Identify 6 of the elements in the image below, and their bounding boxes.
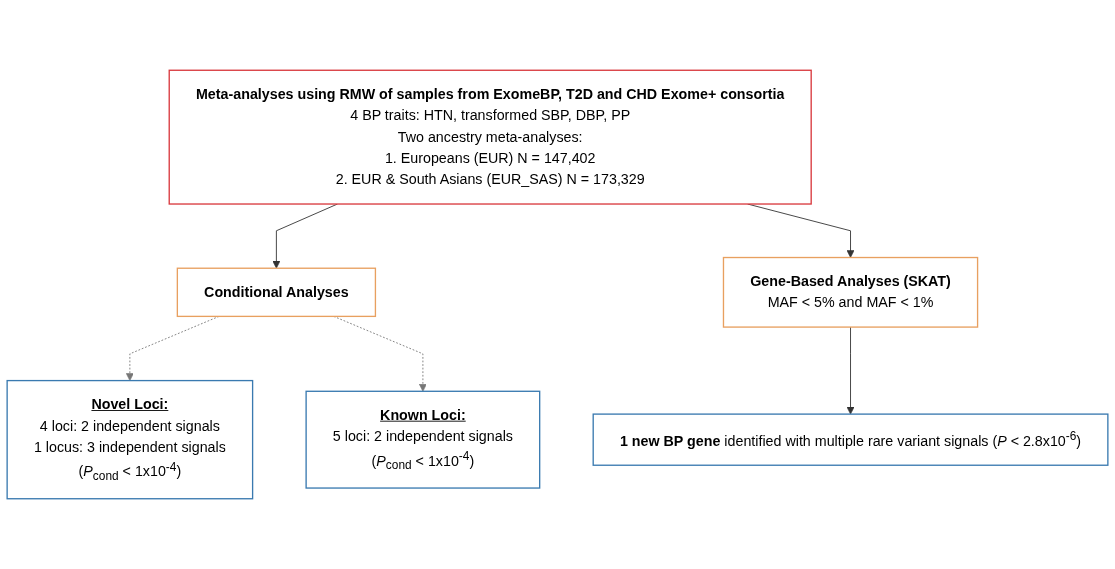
node-box: Gene-Based Analyses (SKAT) MAF < 5% and MAF < 1%	[722, 256, 979, 328]
node-box: Known Loci: 5 loci: 2 independent signals (P$_{cond}$ < 1x10$^{-4}$)	[305, 390, 541, 489]
node-box: Novel Loci: 4 loci: 2 independent signals 1 locus: 3 independent signals (P$_{cond}$ < 1x10$^{-4}$)	[6, 379, 254, 500]
node-box: Meta-analyses using RMW of samples from ExomeBP, T2D and CHD Exome+ consortia 4 BP traits: HTN, transformed SBP, DBP, PP Two ancestry meta-analyses: 1. Europeans (EUR) N = 147,402 2. EUR & South Asians (EUR_SAS) N = 173,329	[168, 69, 812, 205]
node-box: Conditional Analyses	[176, 267, 377, 318]
node-box: 1 new BP gene identified with multiple rare variant signals (P < 2.8x10$^{-6}$)	[592, 413, 1109, 466]
